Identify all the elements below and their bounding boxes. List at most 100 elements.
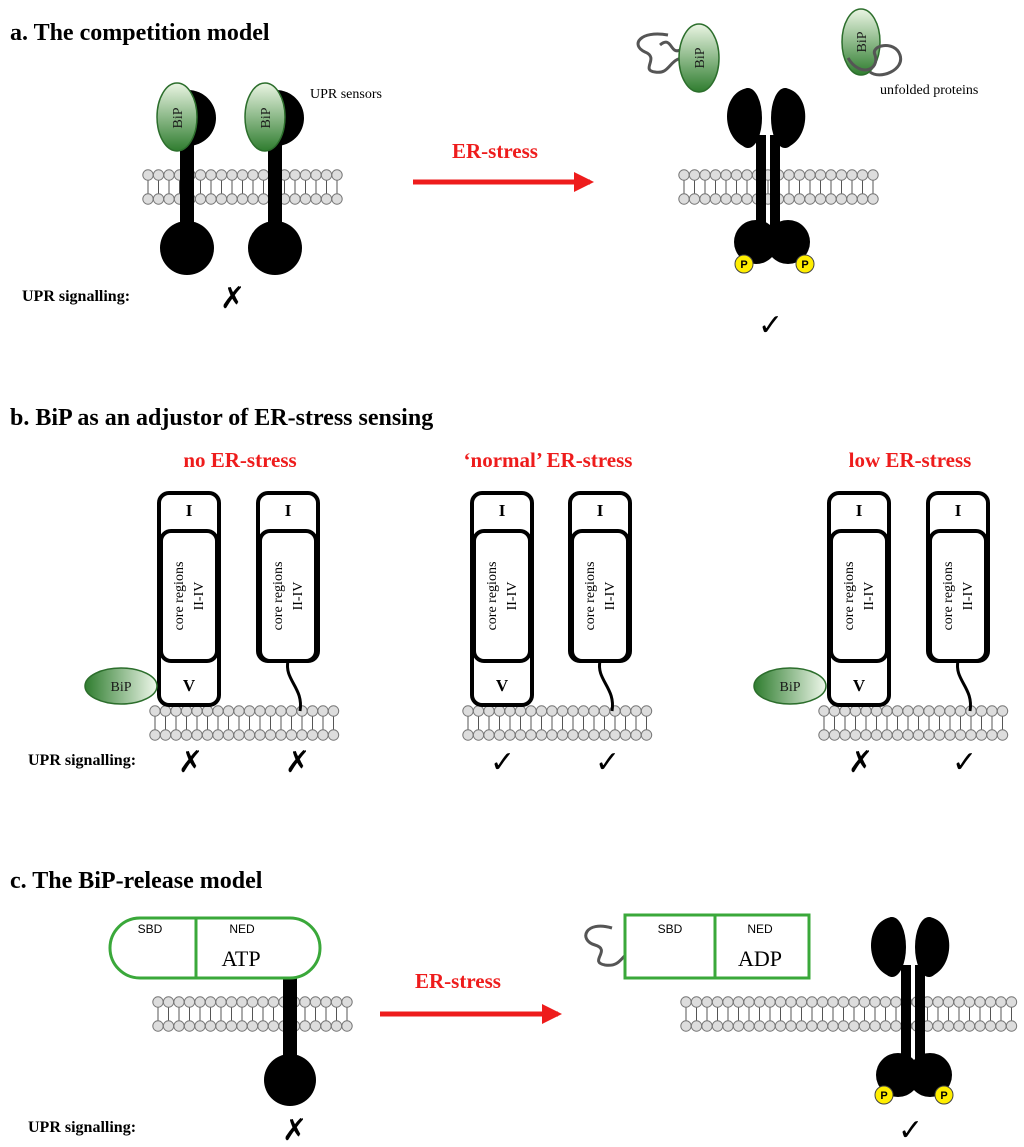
domain-label: V: [853, 676, 866, 695]
lipid-head: [170, 705, 182, 717]
bip-label: BiP: [693, 47, 708, 68]
lipid-head: [753, 996, 766, 1008]
bip-label: BiP: [259, 107, 274, 128]
signalling-off-mark: ✗: [282, 1113, 307, 1147]
lipid-head: [827, 1020, 839, 1032]
lipid-head: [828, 729, 841, 741]
lipid-head: [753, 1020, 766, 1032]
er-stress-label: ER-stress: [452, 139, 538, 163]
lipid-head: [243, 729, 256, 741]
lipid-head: [711, 1020, 724, 1032]
upr-sensor-a2: BiP: [244, 82, 304, 275]
lipid-head: [680, 1020, 692, 1032]
lipid-head: [933, 729, 946, 741]
lipid-head: [995, 1020, 1007, 1032]
domain-label: I: [856, 501, 863, 520]
lipid-head: [722, 1020, 734, 1032]
lipid-head: [912, 729, 925, 741]
lipid-head: [858, 996, 871, 1008]
lipid-head: [732, 996, 745, 1008]
lipid-head: [974, 996, 986, 1008]
lipid-head: [306, 729, 319, 741]
lipid-head: [577, 729, 590, 741]
bip-bound-low-stress: BiP: [753, 667, 827, 705]
lipid-head: [296, 705, 308, 717]
panel-c: c. The BiP-release model SBD NED ATP ER-…: [10, 868, 1018, 1147]
domain-label: II-IV: [505, 582, 520, 611]
lipid-head: [764, 1020, 776, 1032]
lipid-head: [205, 193, 217, 205]
lipid-head: [953, 996, 965, 1008]
lipid-head: [879, 1020, 892, 1032]
domain-label: II-IV: [961, 582, 976, 611]
membrane-c-right: [680, 996, 1018, 1032]
lipid-head: [609, 729, 621, 741]
domain-label: I: [955, 501, 962, 520]
signalling-off-mark: ✗: [220, 281, 245, 316]
bip-adp-state: SBD NED ADP: [584, 913, 811, 980]
lipid-head: [257, 169, 270, 181]
lipid-head: [699, 193, 711, 205]
lipid-head: [525, 729, 537, 741]
lipid-head: [309, 996, 322, 1008]
lipid-head: [152, 193, 165, 205]
lipid-head: [846, 193, 858, 205]
lipid-head: [194, 996, 206, 1008]
lipid-head: [806, 1020, 818, 1032]
lipid-head: [152, 1020, 164, 1032]
lipid-head: [881, 705, 893, 717]
unfolded-protein-icon: [846, 44, 903, 77]
lipid-head: [327, 729, 340, 741]
lipid-head: [320, 996, 332, 1008]
lipid-head: [173, 996, 185, 1008]
unfolded-proteins-label: unfolded proteins: [880, 83, 978, 98]
phosphate-label: P: [801, 259, 808, 271]
lipid-head: [257, 193, 270, 205]
lipid-head: [159, 705, 172, 717]
lipid-head: [818, 729, 830, 741]
membrane-b-3: [818, 705, 1009, 741]
lipid-head: [331, 193, 343, 205]
lipid-head: [299, 996, 311, 1008]
lipid-head: [246, 1020, 259, 1032]
lipid-head: [180, 729, 193, 741]
lipid-head: [835, 169, 848, 181]
lipid-head: [212, 705, 224, 717]
lipid-head: [701, 1020, 713, 1032]
lipid-head: [341, 996, 353, 1008]
lipid-head: [194, 1020, 206, 1032]
lipid-head: [835, 193, 848, 205]
lipid-head: [699, 169, 711, 181]
phosphate-marker: [795, 254, 815, 274]
lipid-head: [215, 996, 227, 1008]
lipid-head: [942, 1020, 955, 1032]
linker: [597, 660, 615, 712]
upr-signalling-label: UPR signalling:: [22, 288, 130, 305]
lipid-head: [785, 1020, 797, 1032]
lipid-head: [535, 705, 548, 717]
lipid-head: [984, 996, 997, 1008]
active-sensor-dimer-a: P P: [727, 88, 815, 274]
lipid-head: [730, 169, 743, 181]
bip-label: BiP: [855, 31, 870, 52]
lipid-head: [535, 729, 548, 741]
upr-sensors-label: UPR sensors: [310, 87, 382, 102]
lipid-head: [183, 1020, 196, 1032]
lipid-head: [331, 169, 343, 181]
lipid-head: [246, 996, 259, 1008]
lipid-head: [774, 996, 787, 1008]
lipid-head: [996, 729, 1009, 741]
lipid-head: [848, 996, 860, 1008]
domain-label: V: [496, 676, 509, 695]
sensor-bip-atp: SBD NED ATP: [108, 916, 322, 1106]
bip-label: BiP: [779, 680, 800, 695]
lipid-head: [869, 1020, 881, 1032]
lipid-head: [783, 193, 795, 205]
lipid-head: [310, 169, 322, 181]
lipid-head: [299, 169, 312, 181]
lipid-head: [816, 1020, 829, 1032]
lipid-head: [194, 193, 207, 205]
